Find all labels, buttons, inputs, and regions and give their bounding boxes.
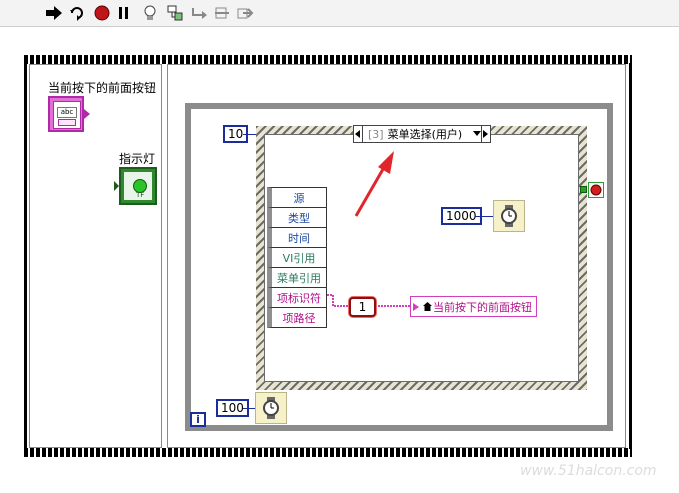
triangle-left-icon (355, 130, 360, 138)
local-variable-string[interactable]: 当前按下的前面按钮 (410, 296, 537, 317)
event-data-item[interactable]: 菜单引用 (267, 267, 327, 288)
next-case-arrow[interactable] (481, 126, 490, 142)
event-data-item[interactable]: VI引用 (267, 247, 327, 268)
string-icon: abc (53, 101, 81, 129)
house-icon (423, 302, 432, 311)
string-control-label: 当前按下的前面按钮 (48, 81, 157, 95)
watermark-text: www.51halcon.com (520, 463, 657, 479)
string-control-terminal[interactable]: abc (48, 96, 84, 132)
triangle-right-icon (483, 130, 488, 138)
string-icon-text: abc (57, 107, 77, 118)
wait-wire-inner (475, 216, 493, 217)
led-icon-text: TF (136, 191, 145, 199)
run-continuously-button[interactable] (68, 4, 86, 22)
wait-wire-outer (243, 408, 255, 409)
event-case-label: 菜单选择(用户) (387, 128, 463, 141)
retain-wire-values-button[interactable] (166, 4, 184, 22)
run-arrow-button[interactable] (45, 4, 63, 22)
event-data-item[interactable]: 项路径 (267, 307, 327, 328)
toolbar (0, 0, 679, 27)
pause-button[interactable] (115, 4, 133, 22)
step-out-button[interactable] (236, 4, 254, 22)
red-arrow-annotation (354, 151, 394, 217)
step-out-icon (237, 8, 254, 19)
string-control-output-arrow (84, 109, 90, 119)
led-icon: TF (124, 172, 152, 200)
event-data-item[interactable]: 类型 (267, 207, 327, 228)
sequence-left-edge (24, 63, 27, 449)
numeric-constant-10[interactable]: 10 (223, 125, 249, 143)
prev-case-arrow[interactable] (354, 126, 363, 142)
iteration-terminal: i (190, 412, 206, 427)
event-data-item[interactable]: 时间 (267, 227, 327, 248)
step-into-button[interactable] (191, 4, 209, 22)
led-icon-lamp (133, 179, 147, 193)
event-case-selector[interactable]: [3] 菜单选择(用户) (353, 125, 491, 143)
timeout-wire (243, 134, 258, 135)
wristwatch-icon (501, 205, 517, 227)
probe-icon (167, 5, 183, 21)
index-array-constant[interactable]: 1 (349, 297, 376, 317)
step-over-button[interactable] (213, 4, 231, 22)
triangle-down-icon (473, 131, 481, 136)
local-variable-label: 当前按下的前面按钮 (433, 300, 532, 314)
arrow-in-icon (413, 302, 419, 311)
indicator-input-arrow (114, 181, 119, 191)
step-over-icon (215, 7, 229, 19)
stop-sign-icon (590, 184, 602, 196)
stop-sign-icon (94, 5, 110, 21)
indicator-label: 指示灯 (119, 152, 156, 166)
string-wire-path (327, 294, 411, 307)
wait-ms-function-outer[interactable] (255, 392, 287, 424)
wait-ms-function[interactable] (493, 200, 525, 232)
loop-condition-tunnel (580, 186, 587, 193)
sequence-right-edge (629, 63, 632, 449)
stop-terminal[interactable] (588, 182, 604, 198)
step-into-icon (192, 8, 207, 19)
abort-button[interactable] (93, 4, 111, 22)
wristwatch-icon (263, 397, 279, 419)
event-case-index: [3] (368, 127, 384, 141)
case-dropdown-arrow[interactable] (473, 126, 481, 142)
event-data-item[interactable]: 源 (267, 187, 327, 208)
boolean-indicator-terminal[interactable]: TF (119, 167, 157, 205)
sequence-top-strip (24, 55, 632, 64)
event-data-item[interactable]: 项标识符 (267, 287, 327, 308)
run-arrow-icon (46, 6, 62, 20)
highlight-execution-button[interactable] (141, 4, 159, 22)
pause-icon (119, 7, 128, 19)
index-array-value: 1 (358, 300, 367, 314)
numeric-constant-1000[interactable]: 1000 (441, 207, 482, 225)
run-continuously-icon (70, 7, 83, 21)
lightbulb-icon (144, 5, 156, 20)
sequence-bottom-strip (24, 448, 632, 457)
string-icon-sub (58, 119, 76, 126)
